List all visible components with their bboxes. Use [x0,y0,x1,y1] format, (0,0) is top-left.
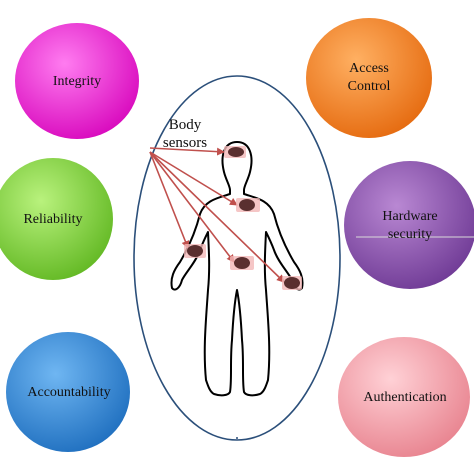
reliability-circle [0,158,113,280]
hardware-security-circle [344,161,474,289]
ellipse-bottom-mark [236,437,238,439]
body-sensors-caption: Body sensors [150,116,220,152]
arrow-to-chest [149,151,238,206]
sensor-waist [234,257,250,269]
authentication-circle [338,337,470,457]
human-silhouette [170,141,304,397]
arrow-to-head [149,147,225,156]
access-control-label: Access Control [319,58,419,98]
accountability-circle [6,332,130,452]
hardware-security-label-line2: security [387,227,433,242]
reliability-label: Reliability [23,212,83,227]
sensor-arrows [149,147,285,283]
sensor-chest [239,199,255,211]
arrow-to-right-hand [149,151,285,283]
arrow-to-left-arm [149,151,190,249]
body-sensors-caption-line1: Body [168,117,202,133]
integrity-label: Integrity [52,74,102,89]
sensor-head [228,147,244,157]
authentication-label: Authentication [363,390,447,405]
hardware-security-label-line1: Hardware [382,209,438,224]
body-ellipse [133,75,341,441]
accountability-label: Accountability [27,385,111,400]
sensor-left-arm [187,245,203,257]
sensors [184,146,302,290]
access-control-circle [306,18,432,138]
hardware-security-label: Hardware security [358,206,462,246]
arrow-to-waist [149,151,235,263]
integrity-circle [15,23,139,139]
access-control-label-line1: Access [349,61,389,76]
sensor-right-hand [284,277,300,289]
body-sensors-caption-line2: sensors [162,135,208,151]
access-control-label-line2: Control [347,79,391,94]
